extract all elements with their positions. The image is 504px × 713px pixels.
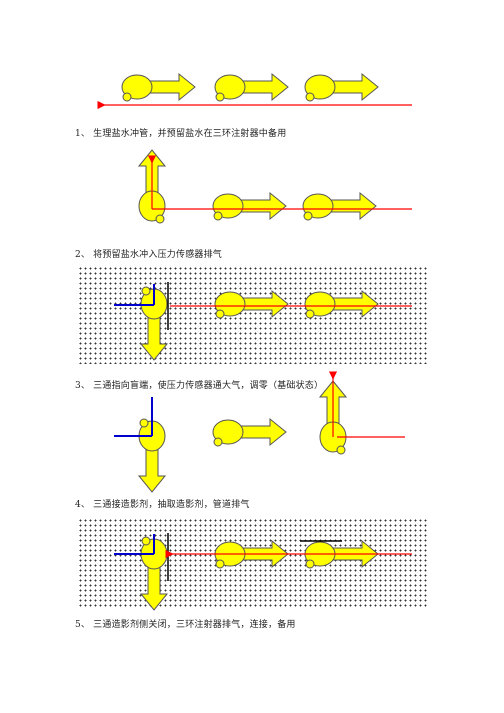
step4-caption: 4、 三通接造影剂，抽取造影剂，管道排气 xyxy=(75,500,250,510)
syringe-3 xyxy=(304,73,379,102)
syringe-3 xyxy=(302,192,377,221)
step4-diagram xyxy=(114,371,405,493)
step1-diagram xyxy=(97,73,412,110)
step3-caption: 3、 三通指向盲端，使压力传感器通大气，调零（基础状态） xyxy=(75,381,324,391)
step2-diagram xyxy=(138,149,412,224)
step2-caption: 2、 将预留盐水冲入压力传感器排气 xyxy=(75,250,222,260)
syringe-2 xyxy=(214,73,289,102)
syringe-2 xyxy=(212,192,287,221)
panel-step3-background xyxy=(78,266,429,364)
syringe-2 xyxy=(212,418,287,447)
step3-diagram xyxy=(114,282,412,361)
step5-diagram xyxy=(114,533,412,611)
panel-step5-background xyxy=(78,518,429,608)
syringe-2 xyxy=(214,290,289,319)
syringe-1 xyxy=(121,73,196,102)
syringe-3 xyxy=(304,290,379,319)
step1-caption: 1、 生理盐水冲管，并预留盐水在三环注射器中备用 xyxy=(75,129,287,139)
step5-caption: 5、 三通造影剂侧关闭，三环注射器排气，连接，备用 xyxy=(75,620,296,630)
